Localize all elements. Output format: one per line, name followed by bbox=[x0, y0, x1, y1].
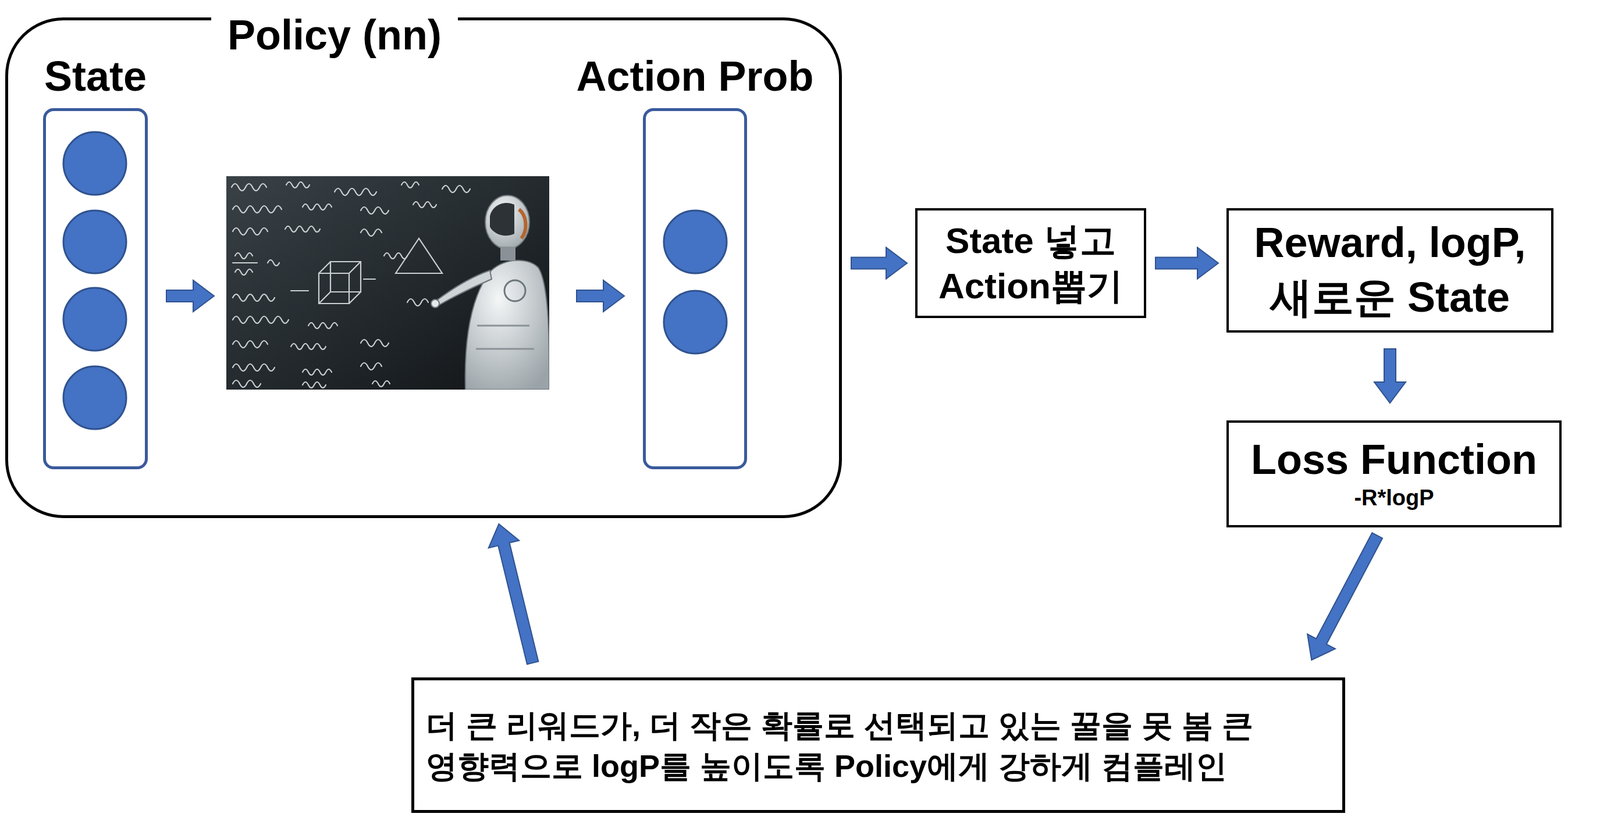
block-arrow-shape bbox=[488, 524, 539, 665]
column-heading: State bbox=[44, 55, 147, 98]
flow-arrow bbox=[1374, 349, 1406, 404]
robot bbox=[431, 195, 550, 390]
result-box: Reward, logP, 새로운 State bbox=[1226, 208, 1554, 333]
formula-text: -R*logP bbox=[1353, 484, 1434, 513]
box-label: Reward, logP, 새로운 State bbox=[1238, 215, 1542, 325]
block-arrow-shape bbox=[1374, 349, 1406, 404]
process-box: State 넣고 Action뽑기 bbox=[915, 208, 1147, 319]
flow-arrow bbox=[851, 247, 908, 280]
flow-arrow bbox=[1307, 532, 1383, 661]
neuron bbox=[63, 132, 127, 195]
block-arrow-shape bbox=[1155, 247, 1219, 280]
column-heading: Action Prob bbox=[576, 55, 814, 98]
note-text: 더 큰 리워드가, 더 작은 확률로 선택되고 있는 꿀을 못 봄 큰 영향력으… bbox=[425, 705, 1331, 787]
action-prob-column: Action Prob bbox=[642, 108, 748, 470]
robot-blackboard-picture bbox=[226, 176, 550, 390]
neuron bbox=[663, 290, 727, 354]
blackboard bbox=[226, 176, 550, 390]
block-arrow-shape bbox=[1307, 532, 1383, 661]
loss-box: Loss Function-R*logP bbox=[1226, 420, 1562, 528]
neuron bbox=[663, 210, 727, 274]
neuron bbox=[63, 366, 127, 430]
box-label: State 넣고 Action뽑기 bbox=[926, 218, 1135, 309]
container-title: Policy (nn) bbox=[211, 8, 458, 62]
state-neurons bbox=[63, 132, 127, 430]
state-column: State bbox=[43, 108, 148, 470]
flow-arrow bbox=[488, 524, 539, 665]
neuron bbox=[63, 210, 127, 274]
flow-arrow bbox=[1155, 247, 1219, 280]
block-arrow-shape bbox=[851, 247, 908, 280]
policy-container: StateAction ProbPolicy (nn) bbox=[5, 17, 842, 519]
action-neurons bbox=[663, 210, 727, 354]
block-arrow bbox=[166, 280, 215, 312]
chalk-scribbles bbox=[231, 182, 471, 389]
note-box: 더 큰 리워드가, 더 작은 확률로 선택되고 있는 꿀을 못 봄 큰 영향력으… bbox=[411, 677, 1346, 814]
box-heading: Loss Function bbox=[1250, 435, 1538, 485]
neuron bbox=[63, 288, 127, 351]
block-arrow bbox=[576, 280, 625, 312]
